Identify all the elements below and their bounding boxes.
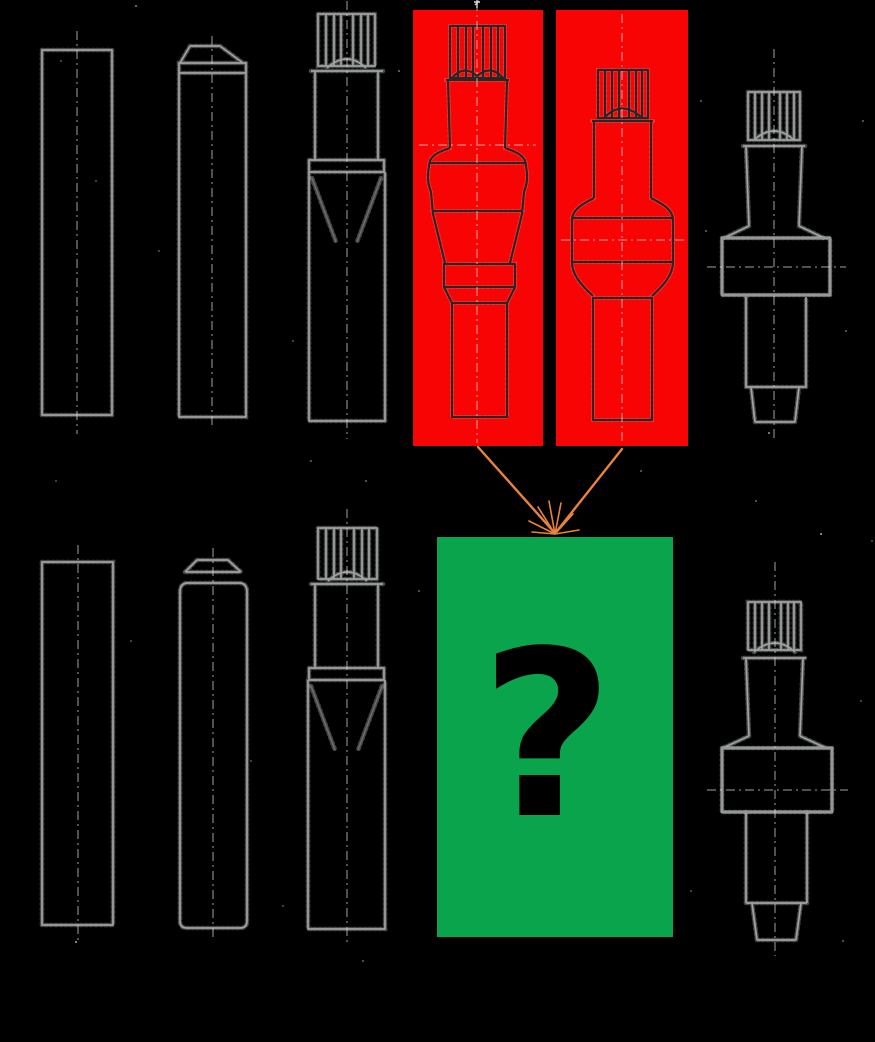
top-row-item-5-barrel-collar-shank [561, 14, 686, 441]
halo-path [719, 235, 833, 298]
halo-path [308, 683, 385, 753]
arrowhead-burst [528, 500, 580, 535]
halo-path [719, 745, 835, 815]
highlight-box-1 [413, 10, 543, 446]
centerline-path [707, 49, 846, 440]
collar-path [720, 236, 832, 297]
bottom-row-item-3-splined-shank [305, 509, 388, 944]
taper-marks-path [310, 685, 383, 751]
arrow-lines [476, 445, 624, 533]
bottom-row-item-5-square-collar-shank [707, 562, 848, 956]
top-row-item-2-chamfered-top [176, 36, 249, 429]
top-row-item-3-splined-shank [306, 1, 388, 439]
bottom-row-item-1-plain-cylinder [39, 545, 116, 941]
top-row-item-1-plain-cylinder [39, 31, 115, 434]
halo-path [309, 175, 384, 245]
answer-box[interactable]: ? [437, 537, 673, 937]
top-row-item-6-square-collar-shank [707, 49, 846, 440]
collar-path [720, 746, 834, 814]
taper-marks-path [311, 177, 382, 243]
centerline-path [561, 14, 686, 441]
centerline-path [419, 2, 536, 443]
bottom-row-item-2-dome-top [177, 548, 250, 939]
top-row-item-4-tapered-collar-shank [419, 2, 536, 443]
outline-path [41, 561, 114, 926]
question-mark: ? [480, 603, 614, 870]
centerline-path [707, 562, 848, 956]
scan-remnant-mark [474, 0, 480, 8]
outline-path [41, 49, 113, 416]
outline-path [179, 559, 248, 929]
convergence-arrows [476, 445, 624, 535]
